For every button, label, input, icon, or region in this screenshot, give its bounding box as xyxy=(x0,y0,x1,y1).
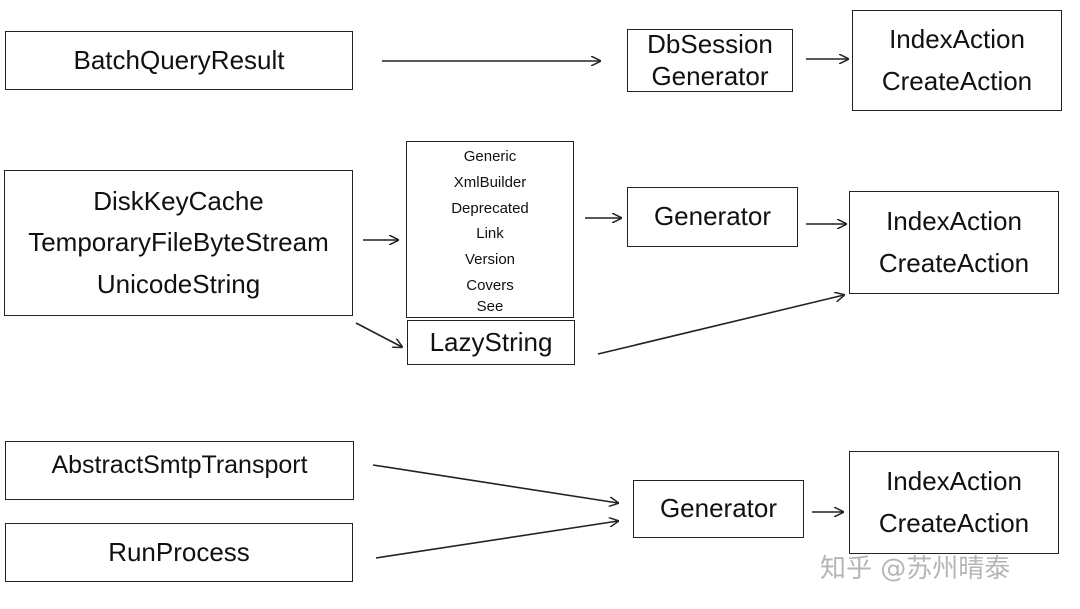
generator-box-row3: Generator xyxy=(633,480,804,538)
list-item: XmlBuilder xyxy=(453,173,527,191)
generator-box-row2: Generator xyxy=(627,187,798,247)
node-label: IndexAction xyxy=(886,205,1022,236)
watermark: 知乎 @苏州晴泰 xyxy=(820,554,1011,584)
row1-target-box: IndexAction CreateAction xyxy=(852,10,1062,111)
abstract-smtp-transport-box: AbstractSmtpTransport xyxy=(5,441,354,500)
lazy-string-box: LazyString xyxy=(407,320,575,365)
row3-target-box: IndexAction CreateAction xyxy=(849,451,1059,554)
disk-key-cache-group-box: DiskKeyCache TemporaryFileByteStream Uni… xyxy=(4,170,353,316)
node-label: AbstractSmtpTransport xyxy=(51,451,308,479)
node-label: CreateAction xyxy=(881,65,1033,96)
list-item: Generic xyxy=(463,148,517,165)
node-label: DiskKeyCache xyxy=(93,185,264,216)
run-process-box: RunProcess xyxy=(5,523,353,582)
node-label: Generator xyxy=(653,201,772,232)
list-item: Covers xyxy=(466,276,514,294)
db-session-generator-box: DbSession Generator xyxy=(627,29,793,92)
list-item: Version xyxy=(464,251,516,269)
arrow xyxy=(355,322,402,347)
row2-target-box: IndexAction CreateAction xyxy=(849,191,1059,294)
node-label: LazyString xyxy=(429,326,553,357)
arrow xyxy=(372,464,618,503)
arrow xyxy=(597,295,844,355)
list-item: Deprecated xyxy=(451,199,529,217)
node-label: Generator xyxy=(651,60,769,91)
batch-query-result-box: BatchQueryResult xyxy=(5,31,353,90)
node-label: CreateAction xyxy=(878,507,1030,538)
node-label: Generator xyxy=(659,493,778,524)
node-label: CreateAction xyxy=(878,247,1030,278)
arrow xyxy=(375,521,618,559)
node-label: IndexAction xyxy=(889,23,1025,54)
node-label: UnicodeString xyxy=(96,268,261,299)
node-label: RunProcess xyxy=(108,536,250,567)
list-item: See xyxy=(476,297,504,315)
node-label: DbSession xyxy=(647,28,773,59)
list-item: Link xyxy=(476,225,504,243)
node-label: IndexAction xyxy=(886,465,1022,496)
node-label: TemporaryFileByteStream xyxy=(28,227,329,258)
annotation-list-box: Generic XmlBuilder Deprecated Link Versi… xyxy=(406,141,574,318)
node-label: BatchQueryResult xyxy=(73,44,285,75)
